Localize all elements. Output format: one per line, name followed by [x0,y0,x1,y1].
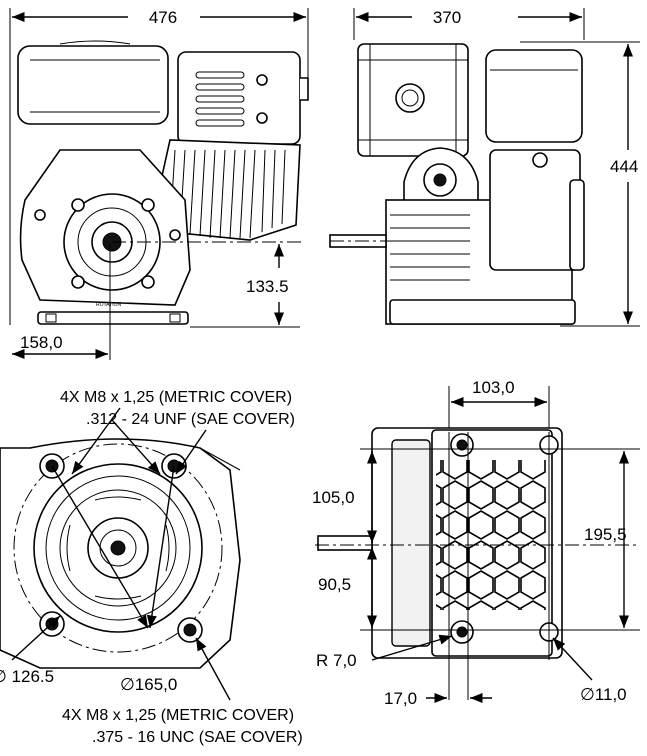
base-view: 103,0 105,0 90,5 195,5 R 7,0 [312,378,640,708]
upper-thread-note-1: 4X M8 x 1,25 (METRIC COVER) [60,389,292,406]
shaft-height-label: 133.5 [246,277,289,296]
bolt-total-vert-label: 195,5 [584,525,627,544]
lower-thread-note-1: 4X M8 x 1,25 (METRIC COVER) [62,707,294,724]
overall-height-label: 444 [610,157,638,176]
honeycomb-panel [436,460,546,610]
corner-radius-label: R 7,0 [316,651,357,670]
bolt-upper-vert-label: 105,0 [312,488,355,507]
radius-126-label: ∅ 126.5 [0,667,54,686]
overall-width-label: 476 [149,8,177,27]
rotation-mark: ROTATION [96,302,121,308]
pcd-diameter-label: ∅165,0 [120,675,177,694]
bolt-lower-vert-label: 90,5 [318,575,351,594]
hole-diameter-label: ∅11,0 [580,685,627,704]
bolt-hor-spacing-label: 103,0 [472,378,515,397]
slot-width-label: 17,0 [384,689,417,708]
side-view: 370 444 [329,8,640,327]
engine-base [37,311,189,325]
flange-view: 4X M8 x 1,25 (METRIC COVER) .312 - 24 UN… [0,389,303,746]
front-view: 476 ROTAT [9,8,309,360]
air-cleaner-side [485,49,583,143]
base-shaft-stub [317,535,373,551]
shaft-offset-label: 158,0 [20,333,63,352]
lower-thread-note-2: .375 - 16 UNC (SAE COVER) [92,729,303,746]
fuel-tank-outline [17,45,169,125]
overall-depth-label: 370 [433,8,461,27]
upper-thread-note-2: .312 - 24 UNF (SAE COVER) [86,411,295,428]
